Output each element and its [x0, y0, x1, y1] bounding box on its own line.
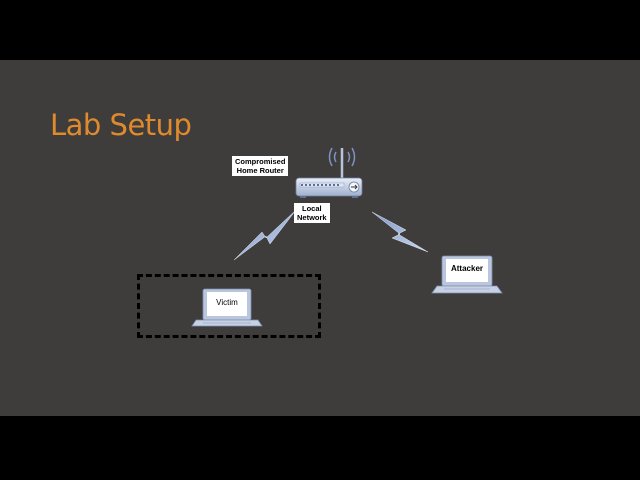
laptop-icon [191, 288, 263, 327]
lightning-bolt-icon [371, 211, 429, 253]
lightning-bolt-icon [233, 209, 297, 261]
slide: Lab Setup [0, 60, 640, 416]
victim-label: Victim [216, 298, 238, 307]
router-icon [295, 177, 363, 198]
wifi-antenna-icon [328, 147, 356, 178]
router-label: Compromised Home Router [232, 156, 289, 176]
network-diagram [191, 147, 503, 327]
laptop-icon [431, 255, 503, 294]
network-label: Local Network [294, 203, 330, 223]
victim-highlight-box [137, 274, 321, 338]
attacker-label: Attacker [450, 264, 483, 273]
slide-title: Lab Setup [50, 108, 192, 142]
